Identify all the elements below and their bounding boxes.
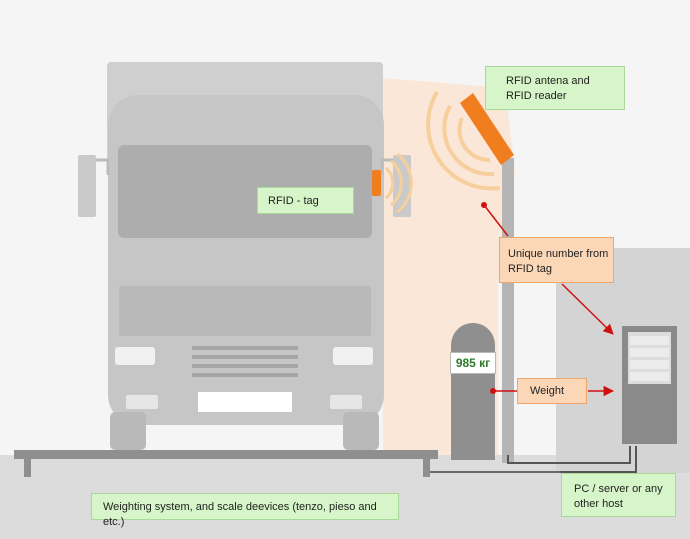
truck-windshield <box>118 145 372 238</box>
tag-point <box>481 202 487 208</box>
antenna-waves <box>426 90 501 191</box>
label-unique-number: Unique number from RFID tag <box>499 237 614 283</box>
pc-cable <box>560 446 637 473</box>
wheel-right <box>343 412 379 450</box>
pc-screen-row <box>630 372 669 381</box>
mirror-left <box>78 155 96 217</box>
label-rfid-tag: RFID - tag <box>257 187 354 214</box>
wheel-left <box>110 412 146 450</box>
mirror-arm-left <box>96 158 110 175</box>
pc-screen-row <box>630 336 669 345</box>
rfid-antenna-panel <box>460 93 514 165</box>
weight-source-point <box>490 388 496 394</box>
antenna-cable <box>507 446 631 464</box>
truck <box>78 62 411 450</box>
unique-number-arrow <box>561 283 614 335</box>
label-pc-server: PC / server or any other host <box>561 473 676 517</box>
weight-indicator-pillar <box>451 323 495 460</box>
headlight-right <box>333 347 373 365</box>
license-plate <box>198 392 292 412</box>
pc-screen-row <box>630 360 669 369</box>
grille-line <box>192 373 298 377</box>
scale-leg-right <box>423 459 430 477</box>
tag-to-label-line <box>483 204 509 237</box>
fog-light-right <box>330 395 362 409</box>
fog-light-left <box>126 395 158 409</box>
truck-grille-panel <box>119 286 371 336</box>
rfid-tag-marker <box>372 170 381 196</box>
label-rfid-antenna: RFID antena and RFID reader <box>485 66 625 110</box>
label-weighing-system: Weighting system, and scale deevices (te… <box>91 493 399 528</box>
grille-line <box>192 364 298 368</box>
headlight-left <box>115 347 155 365</box>
tag-waves <box>384 152 413 214</box>
grille-line <box>192 355 298 359</box>
scale-leg-left <box>24 459 31 477</box>
weight-readout: 985 кг <box>450 352 496 374</box>
antenna-pole <box>502 158 514 463</box>
label-weight: Weight <box>517 378 587 404</box>
mirror-arm-right <box>380 158 393 175</box>
scale-platform <box>14 450 438 459</box>
grille-line <box>192 346 298 350</box>
pc-screen-row <box>630 348 669 357</box>
